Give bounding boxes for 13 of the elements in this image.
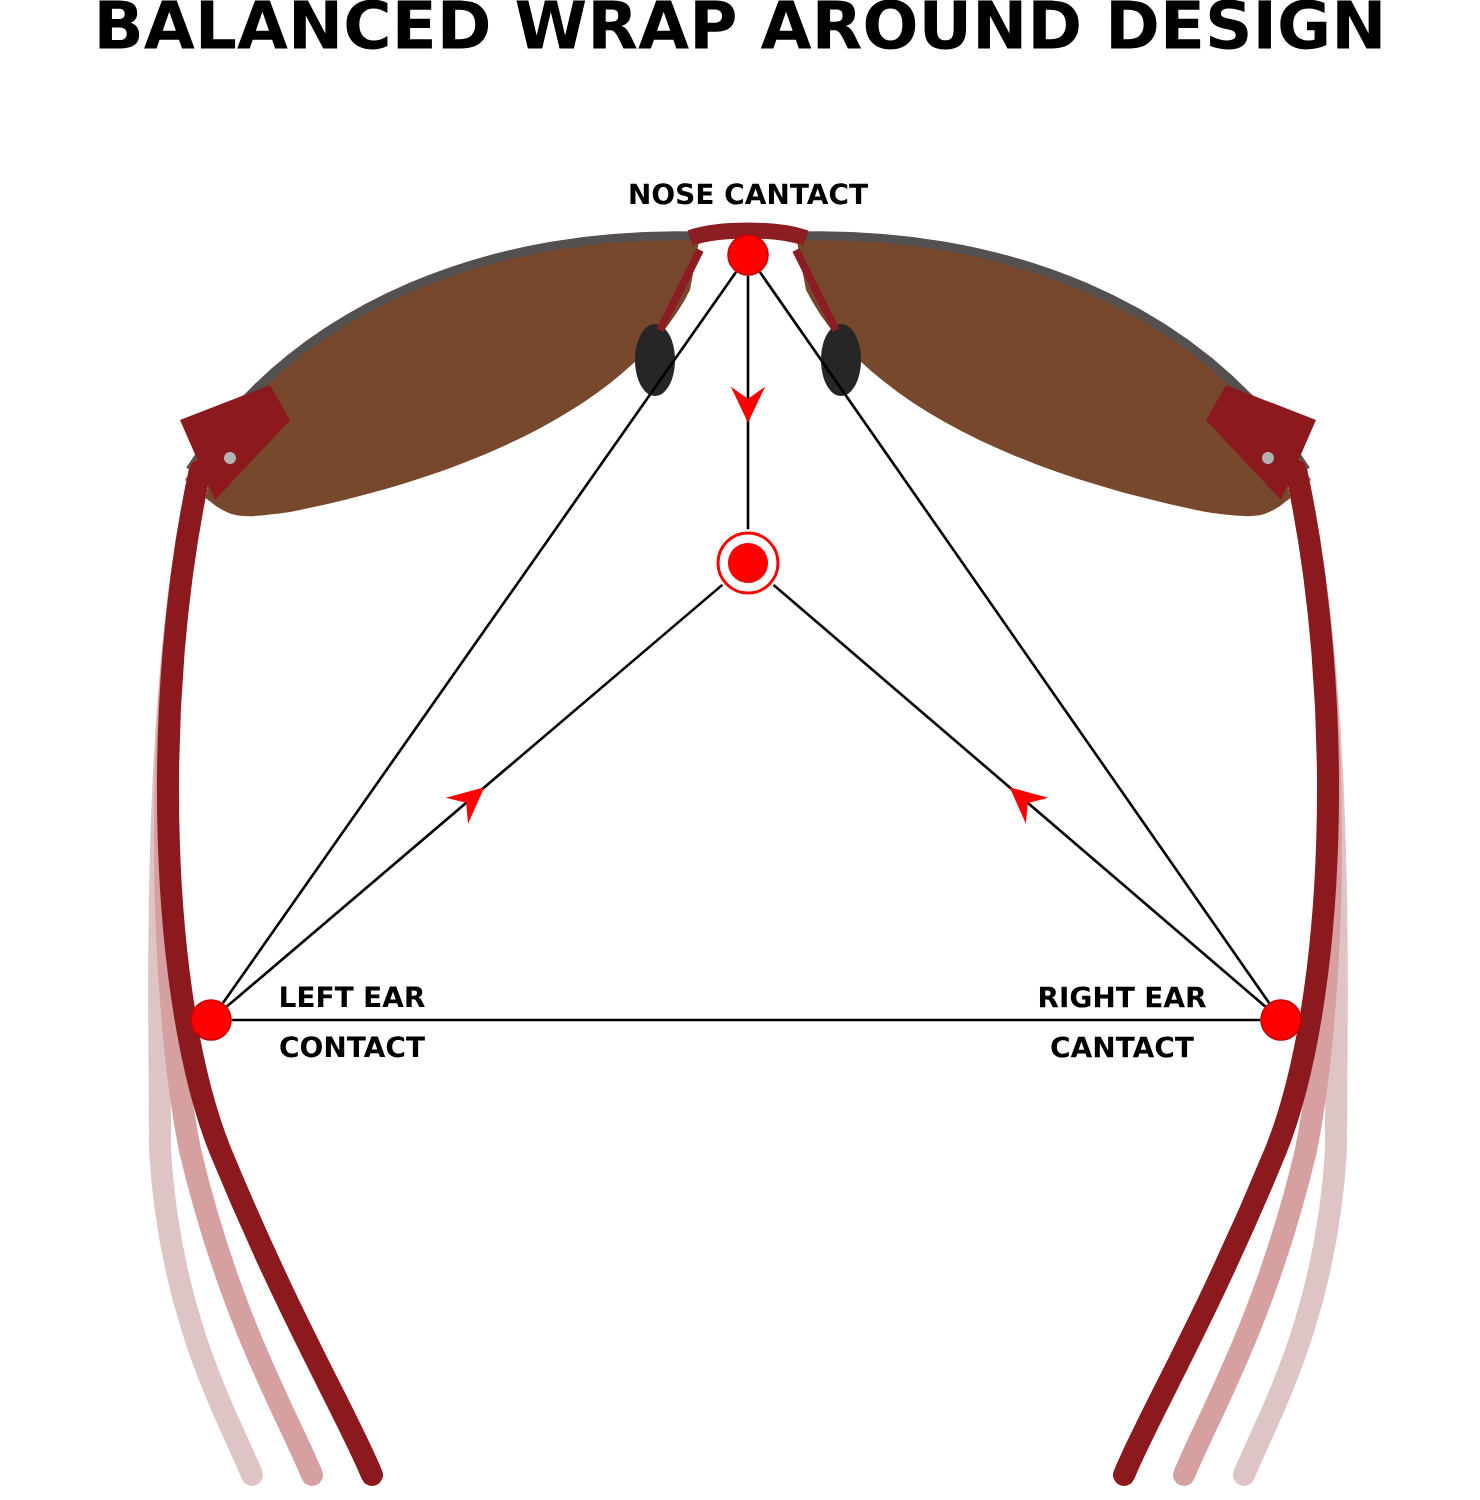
contact-label: RIGHT EAR CANTACT	[1040, 986, 1207, 1058]
contact-label: LEFT EAR CONTACT	[280, 986, 425, 1058]
contact-dot	[1260, 999, 1302, 1041]
contact-dot	[727, 234, 769, 276]
contact-label: NOSE CANTACT	[630, 183, 868, 205]
contact-dot	[190, 999, 232, 1041]
arrow	[225, 583, 724, 1008]
line	[231, 1018, 1261, 1022]
title: BALANCED WRAP AROUND DESIGN	[99, 0, 1381, 50]
line	[758, 271, 1271, 1004]
target-dot	[716, 531, 780, 595]
arrow	[772, 584, 1267, 1008]
line	[221, 271, 738, 1004]
